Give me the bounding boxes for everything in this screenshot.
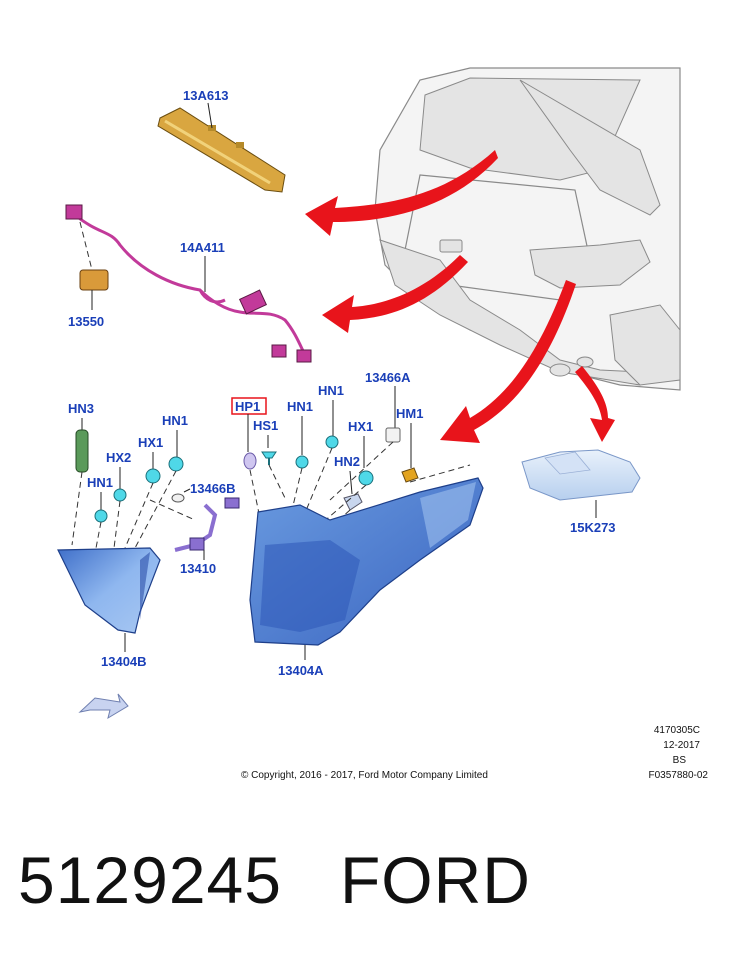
clip-HN1-b xyxy=(94,509,108,523)
label-13404A: 13404A xyxy=(278,663,324,678)
resistor-part xyxy=(79,269,109,291)
arrow-to-reflector xyxy=(575,366,615,442)
label-HN1-c: HN1 xyxy=(287,399,313,414)
label-13404B: 13404B xyxy=(101,654,147,669)
high-mount-stop-lamp xyxy=(157,107,286,193)
label-13466B: 13466B xyxy=(190,481,236,496)
clip-HN1-c xyxy=(295,455,309,469)
label-HM1: HM1 xyxy=(396,406,423,421)
bulb-13466A xyxy=(385,427,401,443)
clip-HN2 xyxy=(343,493,363,511)
label-HX1-b: HX1 xyxy=(348,419,373,434)
highlight-box-HP1 xyxy=(231,397,267,415)
reference-date: 12-2017 xyxy=(663,740,700,751)
label-HN1-a: HN1 xyxy=(162,413,188,428)
clip-HN1-d xyxy=(325,435,339,449)
screw-HS1 xyxy=(261,451,277,459)
reference-figure: F0357880-02 xyxy=(649,770,709,781)
front-direction-arrow xyxy=(78,693,129,720)
clip-HX2 xyxy=(113,488,127,502)
arrow-to-tail-lamp xyxy=(440,280,576,443)
arrow-to-harness xyxy=(322,255,468,333)
bulb-HP1 xyxy=(243,452,257,470)
label-15K273: 15K273 xyxy=(570,520,616,535)
clip-HN1-a xyxy=(168,456,184,472)
label-14A411: 14A411 xyxy=(180,240,225,255)
footer-caption: 5129245 FORD xyxy=(18,842,531,918)
label-HN1-d: HN1 xyxy=(318,383,344,398)
vehicle-rear-illustration xyxy=(374,67,681,391)
bulb-13466B xyxy=(171,493,185,503)
label-13A613: 13A613 xyxy=(183,88,229,103)
reference-bs: BS xyxy=(673,755,687,766)
nut-HM1 xyxy=(401,467,419,483)
reflector-15K273 xyxy=(521,449,641,501)
label-HN1-b: HN1 xyxy=(87,475,113,490)
pointer-arrows xyxy=(305,150,615,443)
label-13550: 13550 xyxy=(68,314,104,329)
label-13410: 13410 xyxy=(180,561,216,576)
inner-lamp-13404B xyxy=(57,547,161,634)
reference-code: 4170305C xyxy=(654,725,700,736)
hn3-stud xyxy=(75,429,89,473)
label-HX2: HX2 xyxy=(106,450,131,465)
wiring-harness xyxy=(65,204,312,363)
label-HS1: HS1 xyxy=(253,418,278,433)
label-HN2: HN2 xyxy=(334,454,360,469)
label-HX1-a: HX1 xyxy=(138,435,163,450)
part-number: 5129245 xyxy=(18,843,282,917)
clip-HX1-b xyxy=(358,470,374,486)
socket-13410 xyxy=(174,503,218,552)
brand-name: FORD xyxy=(339,843,531,917)
label-HN3: HN3 xyxy=(68,401,94,416)
clip-HX1-a xyxy=(145,468,161,484)
arrow-to-brake-lamp xyxy=(305,150,498,236)
label-13466A: 13466A xyxy=(365,370,411,385)
copyright-notice: © Copyright, 2016 - 2017, Ford Motor Com… xyxy=(241,770,488,781)
label-HP1: HP1 xyxy=(235,399,260,414)
